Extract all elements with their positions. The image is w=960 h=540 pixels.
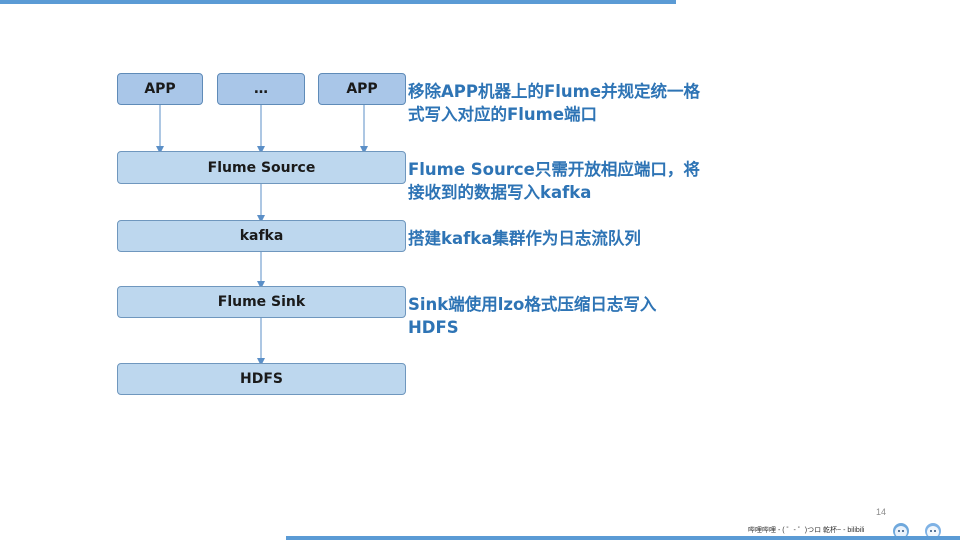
note-flume-sink-line1: Sink端使用lzo格式压缩日志写入 [408, 295, 657, 314]
note-flume-sink: Sink端使用lzo格式压缩日志写入 HDFS [408, 293, 728, 339]
bilibili-watermark: 哔哩哔哩 - ( ゜- ゜)つロ 乾杯~ - bilibili [748, 527, 865, 534]
page-number: 14 [876, 507, 887, 517]
flume-source-node: Flume Source [117, 151, 406, 184]
note-kafka: 搭建kafka集群作为日志流队列 [408, 227, 728, 250]
kafka-node: kafka [117, 220, 406, 252]
app-node-ellipsis: … [217, 73, 305, 105]
mascot-icon [925, 523, 941, 539]
note-apps-line2: 式写入对应的Flume端口 [408, 105, 598, 124]
flume-sink-node: Flume Sink [117, 286, 406, 318]
note-flume-source-line1: Flume Source只需开放相应端口，将 [408, 160, 700, 179]
note-kafka-line1: 搭建kafka集群作为日志流队列 [408, 229, 641, 248]
bottom-accent-bar [286, 536, 960, 540]
note-flume-source: Flume Source只需开放相应端口，将 接收到的数据写入kafka [408, 158, 728, 204]
top-accent-bar [0, 0, 676, 4]
app-node-1: APP [117, 73, 203, 105]
hdfs-node: HDFS [117, 363, 406, 395]
note-apps-line1: 移除APP机器上的Flume并规定统一格 [408, 82, 701, 101]
note-flume-sink-line2: HDFS [408, 318, 459, 337]
mascot-icon [893, 523, 909, 539]
app-node-3: APP [318, 73, 406, 105]
note-apps: 移除APP机器上的Flume并规定统一格 式写入对应的Flume端口 [408, 80, 728, 126]
note-flume-source-line2: 接收到的数据写入kafka [408, 183, 592, 202]
